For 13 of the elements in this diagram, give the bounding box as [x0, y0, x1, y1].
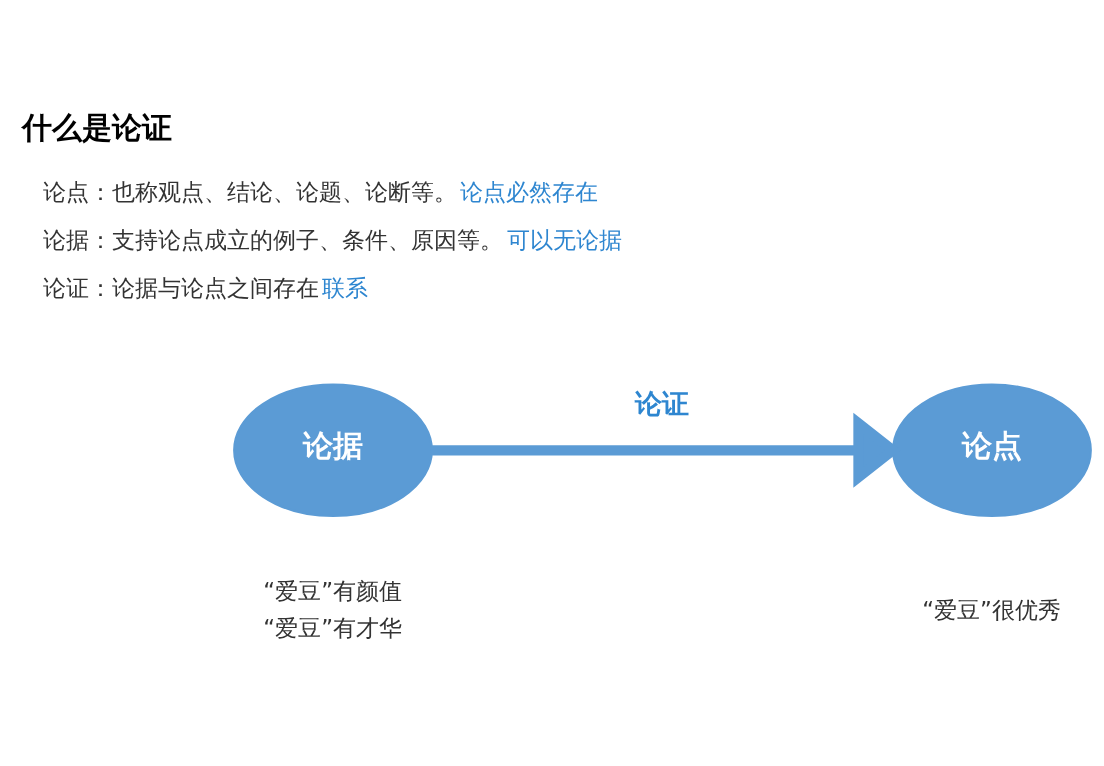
label: 可以无论据	[506, 226, 622, 253]
label: 联系	[321, 274, 368, 301]
node-label: “爱豆”有才华	[263, 614, 403, 641]
label: 论点：也称观点、结论、论题、论断等。	[42, 178, 457, 205]
label: 论据：支持论点成立的例子、条件、原因等。	[42, 226, 503, 253]
node-label: “爱豆”很优秀	[922, 596, 1061, 623]
diagram-title: 什么是论证	[22, 109, 173, 145]
label: 论证：论据与论点之间存在	[42, 274, 319, 301]
label: 论点必然存在	[459, 178, 598, 205]
node-label: “爱豆”有颜值	[263, 577, 403, 604]
node-ellipse: 论点	[892, 383, 1092, 517]
edge-label: 论证	[634, 387, 689, 419]
node-ellipse: 论据	[233, 383, 433, 517]
